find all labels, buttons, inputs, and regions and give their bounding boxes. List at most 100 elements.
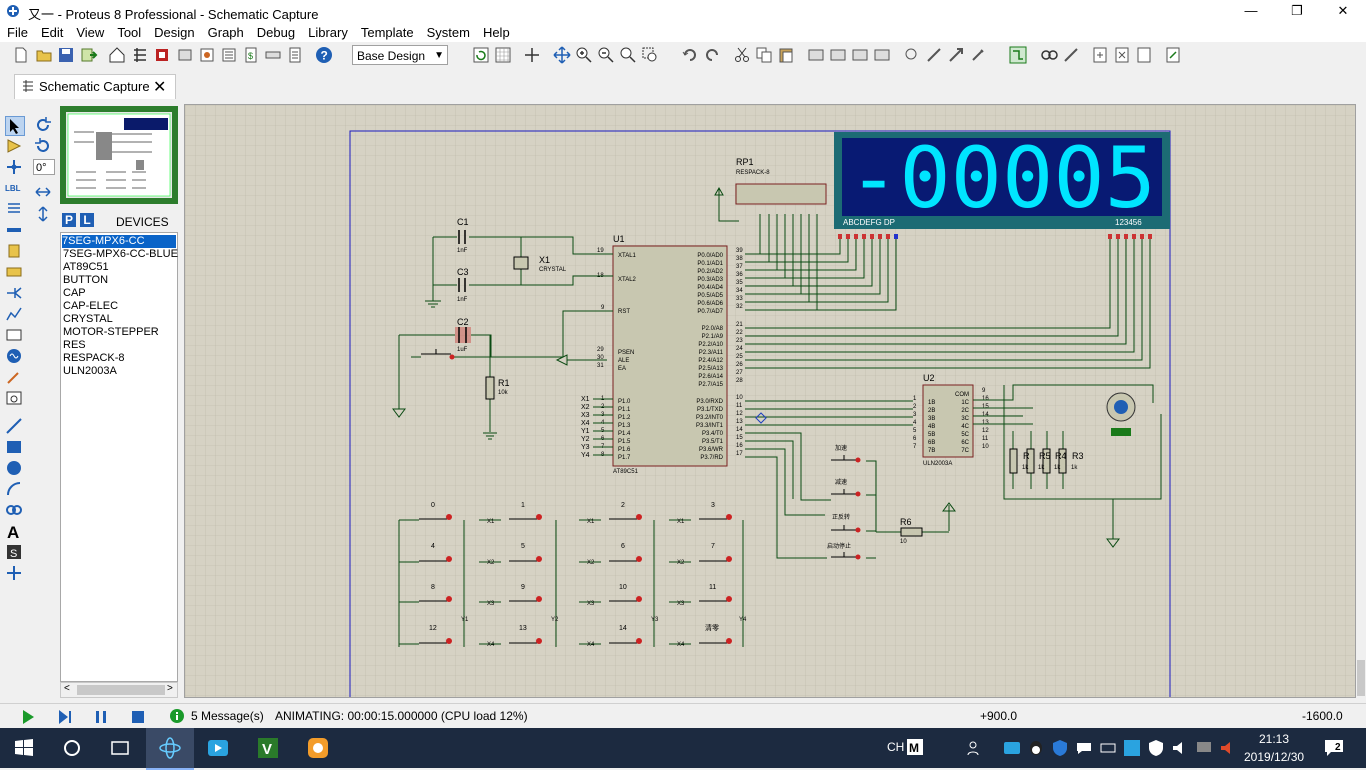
source-code-icon[interactable] [264, 46, 282, 64]
keypad-key[interactable]: 7 [699, 543, 732, 562]
pick-device-icon[interactable] [903, 46, 921, 64]
save-icon[interactable] [57, 46, 75, 64]
device-item[interactable]: 7SEG-MPX6-CC-BLUE [63, 248, 178, 260]
network-app-icon[interactable] [1123, 739, 1141, 757]
keypad-key[interactable]: 4 [419, 543, 452, 562]
taskbar-proteus[interactable] [146, 728, 194, 770]
menu-tool[interactable]: Tool [117, 25, 142, 40]
scroll-right-icon[interactable]: > [167, 683, 173, 694]
search-icon[interactable] [60, 736, 84, 760]
library-manager-button[interactable]: L [80, 213, 94, 227]
path-draw-icon[interactable] [5, 501, 23, 519]
cut-icon[interactable] [733, 46, 751, 64]
menu-template[interactable]: Template [360, 25, 414, 40]
gerber-icon[interactable] [198, 46, 216, 64]
subcircuit-mode-icon[interactable] [5, 242, 23, 260]
device-pins-mode-icon[interactable] [5, 284, 23, 302]
keypad-key[interactable]: 清零 [699, 623, 732, 644]
speaker-muted-icon[interactable] [1219, 739, 1237, 757]
origin-icon[interactable] [523, 46, 541, 64]
text-draw-icon[interactable]: A [5, 522, 23, 540]
wire-autorouter-icon[interactable] [1009, 46, 1027, 64]
restore-button[interactable]: ❐ [1291, 3, 1303, 18]
decompose-icon[interactable] [969, 46, 987, 64]
input-method-icon[interactable]: M [906, 738, 924, 756]
windows-start-icon[interactable] [12, 736, 36, 760]
notes-icon[interactable] [286, 46, 304, 64]
tape-recorder-mode-icon[interactable] [5, 326, 23, 344]
zoom-in-icon[interactable] [575, 46, 593, 64]
pick-devices-button[interactable]: P [62, 213, 76, 227]
netlist-icon[interactable] [1164, 46, 1182, 64]
driver-u2[interactable]: U2 ULN2003A 1B 2B 3B 4B 5B 6B 7B 1 2 3 4… [913, 373, 989, 467]
keypad-key[interactable]: 5 [509, 543, 542, 562]
box-draw-icon[interactable] [5, 438, 23, 456]
clock-time[interactable]: 21:13 [1259, 732, 1290, 746]
menu-library[interactable]: Library [308, 25, 348, 40]
resistor-pack-rp1[interactable]: RP1 RESPACK-8 [714, 157, 827, 222]
junction-mode-icon[interactable] [5, 158, 23, 176]
keypad-key[interactable]: 9 [509, 584, 542, 602]
notification-icon[interactable] [1323, 737, 1345, 759]
chat-icon[interactable] [1075, 739, 1093, 757]
browser-app-icon[interactable] [306, 736, 330, 760]
keypad-key[interactable]: 3 [699, 502, 732, 520]
copy-icon[interactable] [755, 46, 773, 64]
paste-icon[interactable] [777, 46, 795, 64]
menu-file[interactable]: File [7, 25, 28, 40]
grid-toggle-icon[interactable] [494, 46, 512, 64]
search-tag-icon[interactable] [1040, 46, 1058, 64]
crystal-x1[interactable]: X1 CRYSTAL [513, 255, 567, 273]
capacitor-c3[interactable]: C3 1nF [457, 267, 469, 303]
keypad-key[interactable]: 14 [609, 625, 642, 644]
home-icon[interactable] [108, 46, 126, 64]
control-buttons[interactable]: 加速 减速 正反转 启动停止 [827, 444, 861, 560]
people-icon[interactable] [966, 739, 984, 757]
zoom-out-icon[interactable] [597, 46, 615, 64]
packaging-tool-icon[interactable] [947, 46, 965, 64]
scroll-left-icon[interactable]: < [64, 683, 70, 694]
remove-sheet-icon[interactable] [1113, 46, 1131, 64]
arc-draw-icon[interactable] [5, 480, 23, 498]
import-icon[interactable] [80, 46, 98, 64]
block-rotate-icon[interactable] [851, 46, 869, 64]
clock-date[interactable]: 2019/12/30 [1244, 750, 1305, 764]
tab-close-button[interactable]: ✕ [153, 79, 167, 96]
volume-icon[interactable] [1171, 739, 1189, 757]
device-item[interactable]: ULN2003A [63, 365, 117, 377]
virtual-instruments-mode-icon[interactable] [5, 389, 23, 407]
qq-icon[interactable] [1027, 739, 1045, 757]
seven-segment-display[interactable]: -00005 ABCDEFG DP 123456 [834, 129, 1170, 239]
zoom-area-icon[interactable] [641, 46, 659, 64]
design-explorer-icon[interactable] [220, 46, 238, 64]
generator-mode-icon[interactable] [5, 347, 23, 365]
accelerate-button[interactable]: 加速 [831, 444, 861, 463]
start-stop-button[interactable]: 启动停止 [827, 542, 861, 560]
new-sheet-icon[interactable] [1091, 46, 1109, 64]
device-item[interactable]: RESPACK-8 [63, 352, 125, 364]
property-assign-icon[interactable] [1062, 46, 1080, 64]
open-folder-icon[interactable] [35, 46, 53, 64]
keypad-key[interactable]: 0 [419, 502, 452, 520]
keypad-key[interactable]: 12 [419, 625, 452, 644]
schematic-canvas[interactable]: -00005 ABCDEFG DP 123456 RP1 RESPACK-8 U… [184, 104, 1356, 698]
capacitor-c2[interactable]: C2 1uF [455, 317, 471, 353]
pan-icon[interactable] [553, 46, 571, 64]
terminals-mode-icon[interactable] [5, 263, 23, 281]
pause-icon[interactable] [93, 709, 109, 725]
help-icon[interactable]: ? [315, 46, 333, 64]
component-mode-icon[interactable] [5, 137, 23, 155]
keypad[interactable]: 0 1 2 3 4 5 6 7 8 9 10 11 12 13 14 清零 X1… [419, 502, 747, 648]
device-list-scrollbar[interactable]: < > [60, 682, 178, 698]
keypad-key[interactable]: 11 [699, 584, 732, 602]
design-variant-select[interactable]: Base Design▼ [352, 45, 448, 65]
3d-view-icon[interactable] [176, 46, 194, 64]
stepper-motor[interactable] [1106, 392, 1136, 436]
bus-mode-icon[interactable] [5, 221, 23, 239]
keypad-key[interactable]: 2 [609, 502, 642, 520]
direction-button[interactable]: 正反转 [831, 513, 861, 533]
mirror-vertical-icon[interactable] [34, 205, 52, 223]
bom-icon[interactable]: $ [242, 46, 260, 64]
device-item[interactable]: MOTOR-STEPPER [63, 326, 159, 338]
resistor-bank[interactable]: R R5 R4 R3 1k 1k 1k 1k [1009, 448, 1084, 474]
